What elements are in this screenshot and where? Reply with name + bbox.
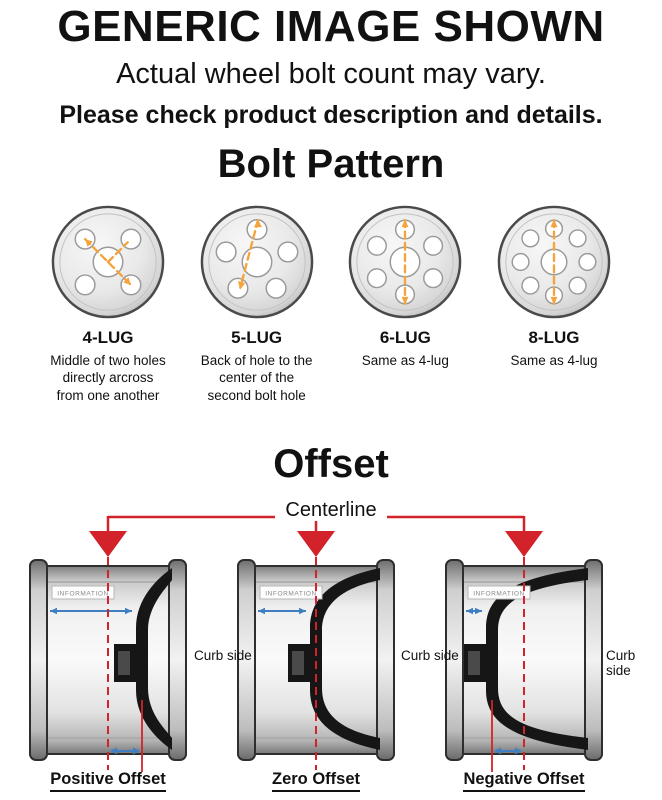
stamp-box — [467, 585, 531, 600]
lug-4-label: 4-LUG — [82, 328, 134, 347]
lug-8-wheel-icon — [497, 205, 611, 319]
lug-6-wheel-icon — [349, 205, 462, 319]
curb-side-label-positive: Curb side — [194, 648, 252, 663]
negative-offset-wheel-illustration: INFORMATION — [445, 559, 603, 761]
lug-8-label: 8-LUG — [528, 328, 580, 347]
positive-offset-label: Positive Offset — [28, 770, 188, 792]
lug-holes — [367, 219, 444, 305]
lug-5-label: 5-LUG — [231, 328, 283, 347]
centerline-marker-positive — [89, 531, 127, 557]
centerline-marker-zero — [297, 531, 335, 557]
centerline-label: Centerline — [0, 499, 662, 522]
bolt-measurement-line — [83, 237, 133, 287]
bolt-measurement-line — [550, 219, 558, 305]
page-title: GENERIC IMAGE SHOWN — [57, 2, 605, 51]
stamp-text: INFORMATION — [265, 591, 317, 598]
zero-offset-label: Zero Offset — [236, 770, 396, 792]
stamp-box — [51, 585, 115, 600]
lug-6-label: 6-LUG — [379, 328, 431, 347]
bolt-measurement-line — [237, 219, 262, 290]
backspacing-measure-arrow — [466, 607, 482, 615]
zero-offset-wheel-illustration: INFORMATION — [237, 559, 395, 761]
center-bore — [241, 246, 273, 278]
centerline-marker-negative — [505, 531, 543, 557]
stamp-text: INFORMATION — [473, 591, 525, 598]
bolt-pattern-row: 4-LUG Middle of two holes directly arcro… — [0, 204, 662, 404]
subtitle: Actual wheel bolt count may vary. — [116, 58, 546, 90]
lug-8-description: Same as 4-lug — [510, 353, 598, 368]
bolt-measurement-line — [401, 219, 409, 305]
lug-6-column: 6-LUG Same as 4-lug — [335, 204, 475, 404]
lug-4-description: Middle of two holes directly arcross fro… — [50, 353, 166, 403]
disclaimer-note: Please check product description and det… — [59, 101, 603, 129]
lug-4-column: 4-LUG Middle of two holes directly arcro… — [38, 204, 178, 404]
stamp-box — [259, 585, 323, 600]
lug-6-description: Same as 4-lug — [361, 353, 449, 368]
curb-side-label-zero: Curb side — [401, 648, 459, 663]
lug-5-description: Back of hole to the center of the second… — [200, 353, 313, 403]
negative-offset-label: Negative Offset — [444, 770, 604, 792]
stamp-text: INFORMATION — [57, 591, 109, 598]
lug-5-wheel-icon — [200, 205, 313, 319]
spoke-profile — [136, 568, 172, 750]
lug-holes — [511, 219, 597, 305]
lug-5-column: 5-LUG Back of hole to the center of the … — [187, 204, 327, 404]
lug-8-column: 8-LUG Same as 4-lug — [484, 204, 624, 404]
backspacing-measure-arrow — [258, 607, 306, 615]
positive-offset-wheel-illustration: INFORMATION — [29, 559, 187, 761]
bolt-pattern-heading: Bolt Pattern — [217, 142, 445, 186]
offset-heading: Offset — [273, 442, 389, 486]
backspacing-measure-arrow — [50, 607, 132, 615]
curb-side-label-negative: Curb side — [606, 648, 636, 678]
lug-4-wheel-icon — [51, 205, 165, 319]
